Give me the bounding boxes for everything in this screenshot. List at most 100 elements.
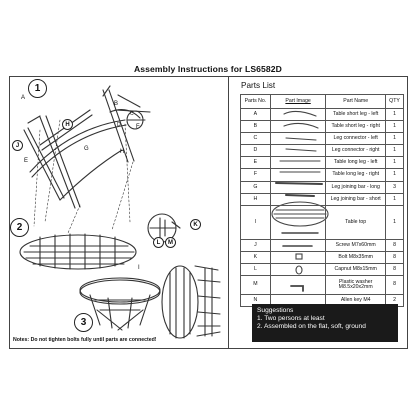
part-name-cell: Table short leg - right xyxy=(325,120,387,134)
part-name-cell: Plastic washer M8.5x20x2mm xyxy=(325,275,387,296)
label-i: I xyxy=(138,265,140,271)
qty-cell: 8 xyxy=(385,238,404,252)
part-name-cell: Bolt M8x35mm xyxy=(325,250,387,264)
step2-table-top-illustration xyxy=(19,233,137,270)
part-name-cell: Leg joining bar - short xyxy=(325,192,387,206)
part-image-cell xyxy=(269,238,327,252)
part-name-cell: Table long leg - right xyxy=(325,168,387,182)
qty-cell: 3 xyxy=(385,180,404,194)
qty-cell: 1 xyxy=(385,156,404,170)
instruction-sheet xyxy=(9,76,408,349)
part-image-cell xyxy=(269,262,327,277)
part-name-cell: Leg joining bar - long xyxy=(325,180,387,194)
callout-k: K xyxy=(190,219,201,230)
label-h: H xyxy=(120,149,125,155)
part-image-cell xyxy=(269,192,327,206)
part-no-cell: C xyxy=(240,132,271,146)
part-image-cell xyxy=(269,180,327,194)
callout-l: L xyxy=(153,237,164,248)
suggestions-title: Suggestions xyxy=(257,307,294,314)
header-part-name: Part Name xyxy=(325,94,387,109)
callout-m: M xyxy=(165,237,176,248)
suggestion-2: 2. Assembled on the flat, soft, ground xyxy=(257,323,366,330)
step-1-marker: 1 xyxy=(28,79,47,98)
qty-cell: 1 xyxy=(385,144,404,158)
qty-cell: 1 xyxy=(385,120,404,134)
qty-cell: 1 xyxy=(385,204,404,240)
label-b: B xyxy=(114,101,119,107)
part-image-cell xyxy=(269,250,327,264)
step3-assembled-table-illustration xyxy=(79,277,161,331)
part-name-cell: Screw M7x60mm xyxy=(325,238,387,252)
part-name-cell: Leg connector - right xyxy=(325,144,387,158)
part-no-cell: J xyxy=(240,238,271,252)
part-no-cell: A xyxy=(240,107,271,122)
part-no-cell: E xyxy=(240,156,271,170)
part-image-cell xyxy=(269,132,327,146)
qty-cell: 1 xyxy=(385,132,404,146)
label-e: E xyxy=(24,158,29,164)
part-no-cell: D xyxy=(240,144,271,158)
part-name-cell: Table top xyxy=(325,204,387,240)
callout-h: H xyxy=(62,119,73,130)
part-name-cell: Table long leg - left xyxy=(325,156,387,170)
callout-j: J xyxy=(12,140,23,151)
qty-cell: 1 xyxy=(385,107,404,122)
step-3-marker: 3 xyxy=(74,313,93,332)
qty-cell: 8 xyxy=(385,262,404,277)
suggestion-1: 1. Two persons at least xyxy=(257,315,325,322)
part-name-cell: Capnut M8x15mm xyxy=(325,262,387,277)
header-part-no: Parts No. xyxy=(240,94,271,109)
part-name-cell: Leg connector - left xyxy=(325,132,387,146)
qty-cell: 8 xyxy=(385,250,404,264)
part-no-cell: G xyxy=(240,180,271,194)
header-qty: QTY xyxy=(385,94,404,109)
qty-cell: 1 xyxy=(385,168,404,182)
part-image-cell xyxy=(269,120,327,134)
step-2-marker: 2 xyxy=(10,218,29,237)
part-no-cell: M xyxy=(240,275,271,296)
parts-list-title: Parts List xyxy=(241,81,276,90)
header-part-image: Part Image xyxy=(269,94,327,109)
label-c: C xyxy=(130,111,134,117)
part-no-cell: K xyxy=(240,250,271,264)
part-name-cell: Table short leg - left xyxy=(325,107,387,122)
step2-bolt-detail-illustration xyxy=(147,213,181,243)
qty-cell: 1 xyxy=(385,192,404,206)
sheet-divider xyxy=(228,76,229,349)
label-g: G xyxy=(84,146,89,152)
suggestions-box: Suggestions 1. Two persons at least 2. A… xyxy=(252,304,398,342)
part-image-cell xyxy=(269,204,327,240)
part-no-cell: I xyxy=(240,204,271,240)
parts-table-header: Parts No. Part Image Part Name QTY xyxy=(240,94,404,109)
folded-table-illustration xyxy=(161,265,221,339)
qty-cell: 8 xyxy=(385,275,404,296)
page-title: Assembly Instructions for LS6582D xyxy=(133,64,282,74)
part-image-cell xyxy=(269,275,327,296)
parts-table: Parts No. Part Image Part Name QTY A Tabl… xyxy=(240,94,404,308)
part-no-cell: H xyxy=(240,192,271,206)
assembly-note: Notes: Do not tighten bolts fully until … xyxy=(13,337,157,343)
part-no-cell: B xyxy=(240,120,271,134)
label-a: A xyxy=(21,95,26,101)
part-image-cell xyxy=(269,168,327,182)
part-image-cell xyxy=(269,156,327,170)
part-no-cell: F xyxy=(240,168,271,182)
label-f: F xyxy=(136,124,140,130)
label-d: D xyxy=(117,122,121,128)
step1-detail-bolt-illustration xyxy=(126,110,146,130)
part-image-cell xyxy=(269,107,327,122)
